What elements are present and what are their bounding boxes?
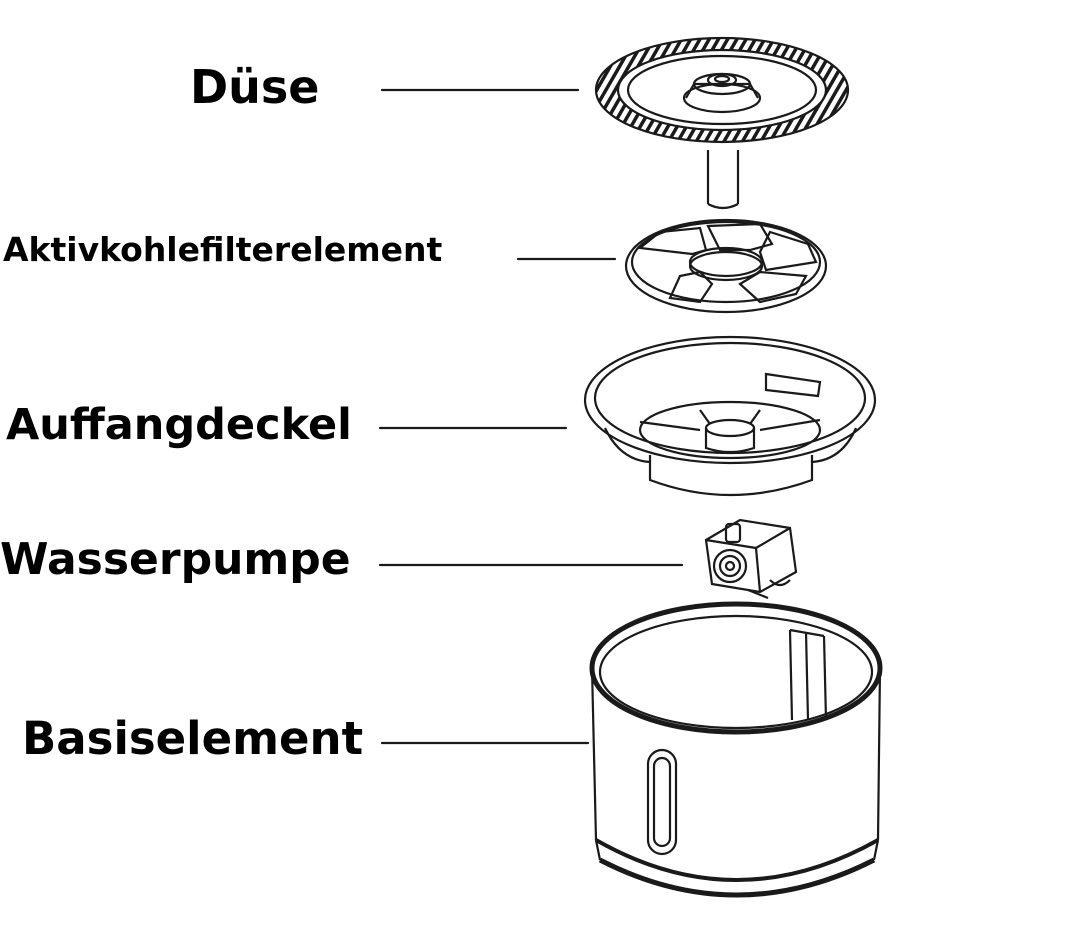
nozzle-drawing [594, 36, 850, 210]
filter-drawing [624, 218, 828, 314]
label-aktivkohlefilterelement: Aktivkohlefilterelement [3, 230, 443, 269]
water-pump-drawing [704, 518, 798, 600]
label-basiselement: Basiselement [22, 712, 364, 765]
label-auffangdeckel: Auffangdeckel [6, 400, 352, 450]
catch-lid-drawing [583, 335, 877, 497]
label-duese: Düse [190, 60, 320, 114]
base-drawing [589, 601, 883, 898]
label-wasserpumpe: Wasserpumpe [0, 534, 351, 585]
